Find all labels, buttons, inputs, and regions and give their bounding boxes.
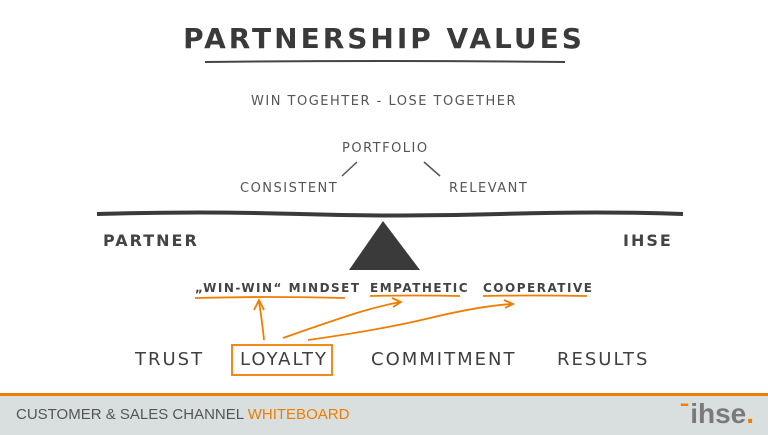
portfolio-label: PORTFOLIO (342, 141, 429, 156)
quality-win-win: „WIN-WIN“ MINDSET (195, 281, 361, 295)
loyalty-box (231, 344, 333, 376)
underline-win-win (194, 296, 346, 299)
arrow-to-win-win (253, 297, 265, 341)
portfolio-right-line (423, 161, 441, 177)
underline-cooperative (482, 294, 588, 297)
quality-empathetic: EMPATHETIC (370, 281, 470, 295)
ihse-label: IHSE (623, 231, 673, 250)
arrow-to-empathetic (282, 297, 403, 339)
value-loyalty: LOYALTY (240, 349, 329, 370)
quality-cooperative: COOPERATIVE (483, 281, 594, 295)
balance-beam (96, 210, 684, 218)
fulcrum-triangle (349, 221, 420, 270)
value-commitment: COMMITMENT (371, 349, 517, 370)
footer-text: CUSTOMER & SALES CHANNEL WHITEBOARD (16, 406, 349, 423)
value-results: RESULTS (557, 349, 650, 370)
footer-bar: CUSTOMER & SALES CHANNEL WHITEBOARD ▪▪▪i… (0, 393, 768, 435)
underline-empathetic (369, 294, 461, 297)
ihse-logo: ▪▪▪ihse. (680, 398, 754, 429)
arrow-to-cooperative (307, 299, 516, 341)
footer-highlight: WHITEBOARD (247, 406, 350, 423)
page-title: PARTNERSHIP VALUES (183, 22, 585, 55)
subtitle: WIN TOGEHTER - LOSE TOGETHER (251, 94, 517, 109)
portfolio-left-line (341, 161, 358, 177)
value-trust: TRUST (135, 349, 205, 370)
partner-label: PARTNER (103, 231, 199, 250)
logo-text: ihse (690, 398, 747, 429)
consistent-label: CONSISTENT (240, 181, 339, 196)
relevant-label: RELEVANT (449, 181, 529, 196)
title-underline (204, 60, 566, 63)
footer-label: CUSTOMER & SALES CHANNEL (16, 406, 244, 423)
